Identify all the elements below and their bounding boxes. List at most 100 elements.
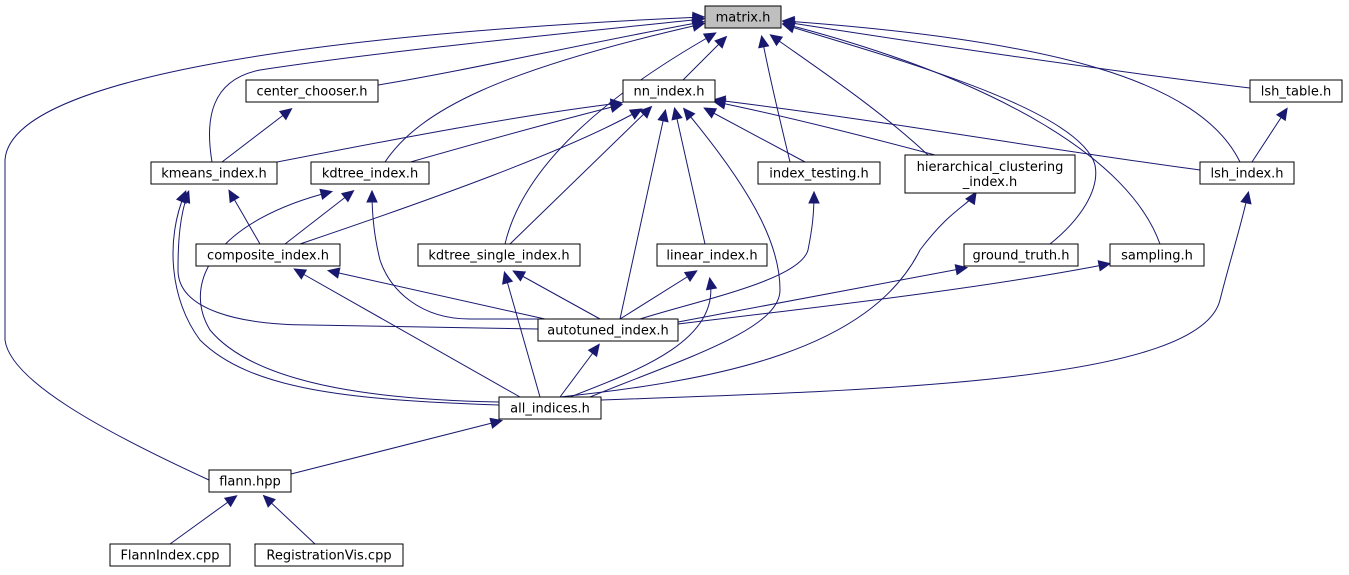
node-box-flann_hpp [208, 469, 292, 493]
node-matrix: matrix.h [704, 5, 782, 29]
node-box-linear_index [656, 243, 768, 267]
node-label-index_testing: index_testing.h [769, 167, 869, 182]
arrowhead-composite_index-to-kmeans_index [228, 189, 240, 204]
node-label-autotuned_index: autotuned_index.h [547, 324, 669, 339]
node-autotuned_index[interactable]: autotuned_index.h [537, 318, 679, 342]
arrowhead-linear_index-to-nn_index [671, 106, 683, 121]
node-hierarchical[interactable]: hierarchical_clustering_index.h [904, 154, 1076, 194]
node-label-lsh_index: lsh_index.h [1210, 167, 1283, 182]
edge-all_indices-to-kmeans_index [172, 192, 500, 406]
edge-kdtree_single-to-matrix [504, 33, 715, 245]
edge-all_indices-to-autotuned_index [559, 345, 599, 398]
arrowhead-autotuned_index-to-composite_index [326, 267, 341, 279]
arrowhead-autotuned_index-to-linear_index [683, 270, 698, 282]
node-lsh_index[interactable]: lsh_index.h [1199, 161, 1295, 185]
arrowhead-kdtree_single-to-nn_index [639, 105, 653, 119]
edge-autotuned_index-to-ground_truth [677, 267, 966, 323]
node-label-matrix: matrix.h [716, 11, 771, 26]
node-label-sampling: sampling.h [1121, 249, 1193, 264]
arrowhead-all_indices-to-kmeans_index [175, 190, 187, 205]
edge-all_indices-to-nn_index [589, 109, 781, 398]
node-box-ground_truth [963, 243, 1079, 267]
arrowhead-lsh_index-to-lsh_table [1275, 107, 1288, 122]
edge-autotuned_index-to-composite_index [329, 270, 546, 320]
edge-all_indices-to-hierarchical [559, 193, 976, 398]
edge-linear_index-to-nn_index [674, 109, 706, 245]
node-composite_index[interactable]: composite_index.h [195, 243, 341, 267]
node-box-nn_index [622, 79, 716, 103]
edge-lsh_index-to-matrix [784, 20, 1241, 163]
node-label-kdtree_single: kdtree_single_index.h [428, 249, 569, 264]
node-box-flannindex_cpp [109, 543, 231, 567]
node-lsh_table[interactable]: lsh_table.h [1249, 79, 1343, 103]
edge-composite_index-to-nn_index [299, 109, 641, 245]
arrowhead-hierarchical-to-matrix [769, 34, 784, 47]
edge-center_chooser-to-matrix [377, 21, 703, 86]
node-ground_truth[interactable]: ground_truth.h [963, 243, 1079, 267]
node-label-registrationvis_cpp: RegistrationVis.cpp [266, 549, 391, 564]
edge-lsh_index-to-lsh_table [1251, 109, 1287, 163]
arrowhead-all_indices-to-linear_index [705, 276, 718, 291]
arrowhead-kmeans_index-to-center_chooser [278, 108, 293, 121]
edge-hierarchical-to-nn_index [715, 101, 936, 156]
edge-autotuned_index-to-kdtree_index [371, 192, 560, 320]
node-label-nn_index: nn_index.h [634, 85, 705, 100]
node-flann_hpp[interactable]: flann.hpp [208, 469, 292, 493]
node-label-hierarchical-line-0: hierarchical_clustering [917, 160, 1064, 175]
edge-hierarchical-to-matrix [771, 35, 929, 156]
node-box-hierarchical [904, 154, 1076, 194]
node-sampling[interactable]: sampling.h [1109, 243, 1205, 267]
node-linear_index[interactable]: linear_index.h [656, 243, 768, 267]
edge-all_indices-to-kdtree_index [200, 191, 500, 403]
edge-kmeans_index-to-center_chooser [221, 109, 291, 163]
node-box-composite_index [195, 243, 341, 267]
node-box-all_indices [498, 396, 602, 420]
node-box-lsh_table [1249, 79, 1343, 103]
edge-kdtree_index-to-nn_index [399, 104, 621, 166]
edge-kdtree_single-to-nn_index [509, 107, 651, 245]
node-label-all_indices: all_indices.h [510, 402, 590, 417]
arrowhead-index_testing-to-nn_index [703, 107, 718, 119]
node-box-index_testing [757, 161, 881, 185]
edge-autotuned_index-to-nn_index [619, 111, 666, 320]
edge-autotuned_index-to-index_testing [639, 193, 815, 320]
node-box-kdtree_index [310, 161, 430, 185]
node-center_chooser[interactable]: center_chooser.h [245, 79, 379, 103]
node-box-registrationvis_cpp [254, 543, 404, 567]
edge-all_indices-to-linear_index [569, 279, 712, 398]
edge-autotuned_index-to-linear_index [619, 271, 696, 320]
node-kdtree_single[interactable]: kdtree_single_index.h [417, 243, 581, 267]
node-box-matrix [704, 5, 782, 29]
node-nn_index[interactable]: nn_index.h [622, 79, 716, 103]
arrowhead-composite_index-to-kdtree_index [340, 190, 355, 203]
arrowhead-sampling-to-matrix [781, 20, 796, 32]
edge-index_testing-to-matrix [761, 37, 791, 163]
node-box-autotuned_index [537, 318, 679, 342]
edge-autotuned_index-to-kmeans_index [177, 192, 539, 330]
edge-ground_truth-to-matrix [784, 24, 1097, 245]
node-kmeans_index[interactable]: kmeans_index.h [150, 161, 278, 185]
edge-autotuned_index-to-kdtree_single [514, 271, 601, 320]
edge-lsh_index-to-nn_index [715, 99, 1201, 171]
node-index_testing[interactable]: index_testing.h [757, 161, 881, 185]
node-all_indices[interactable]: all_indices.h [498, 396, 602, 420]
node-flannindex_cpp[interactable]: FlannIndex.cpp [109, 543, 231, 567]
arrowhead-autotuned_index-to-sampling [1097, 260, 1112, 272]
edges-layer [4, 11, 1288, 545]
node-registrationvis_cpp[interactable]: RegistrationVis.cpp [254, 543, 404, 567]
arrowhead-all_indices-to-hierarchical [965, 191, 977, 206]
node-label-kmeans_index: kmeans_index.h [161, 167, 267, 182]
node-box-sampling [1109, 243, 1205, 267]
node-kdtree_index[interactable]: kdtree_index.h [310, 161, 430, 185]
arrowhead-autotuned_index-to-ground_truth [954, 264, 969, 276]
edge-sampling-to-matrix [784, 23, 1161, 245]
node-label-composite_index: composite_index.h [207, 249, 329, 264]
edge-kmeans_index-to-matrix [209, 18, 703, 163]
node-label-kdtree_index: kdtree_index.h [322, 167, 418, 182]
node-label-linear_index: linear_index.h [666, 249, 757, 264]
arrowhead-kdtree_single-to-matrix [702, 32, 717, 44]
node-box-kdtree_single [417, 243, 581, 267]
node-box-lsh_index [1199, 161, 1295, 185]
edge-registrationvis_cpp-to-flann_hpp [264, 496, 316, 545]
